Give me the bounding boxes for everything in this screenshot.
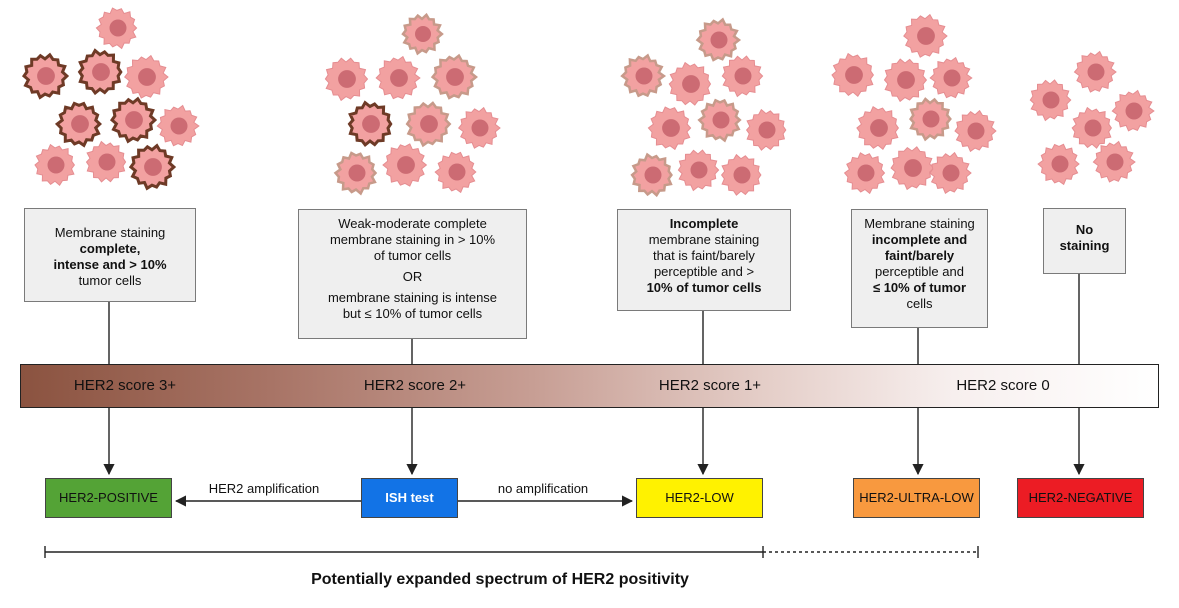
cell-nucleus bbox=[1106, 153, 1124, 171]
cell-nucleus bbox=[1087, 63, 1105, 81]
cell-nucleus bbox=[446, 68, 464, 86]
result-her2-positive: HER2-POSITIVE bbox=[45, 478, 172, 518]
cell-nucleus bbox=[857, 164, 875, 182]
cell-nucleus bbox=[47, 156, 65, 174]
description-ultra-low: Membrane staining incomplete and faint/b… bbox=[851, 209, 988, 328]
score-label-0: HER2 score 0 bbox=[956, 377, 1050, 394]
description-score1: Incomplete membrane staining that is fai… bbox=[617, 209, 791, 311]
cell-nucleus bbox=[415, 26, 431, 42]
cell-nucleus bbox=[420, 115, 438, 133]
desc-line: that is faint/barely bbox=[653, 248, 755, 263]
cell-nucleus bbox=[471, 119, 489, 137]
cell-nucleus bbox=[635, 67, 653, 85]
arrow-label-no-amplification: no amplification bbox=[497, 481, 589, 496]
cell-nucleus bbox=[943, 69, 961, 87]
desc-line: faint/barely bbox=[884, 248, 955, 263]
description-score2: Weak-moderate complete membrane staining… bbox=[298, 209, 527, 339]
cell-nucleus bbox=[682, 75, 700, 93]
spectrum-caption: Potentially expanded spectrum of HER2 po… bbox=[311, 571, 689, 588]
cell-nucleus bbox=[448, 163, 466, 181]
tumor-cell-clusters bbox=[21, 7, 1155, 198]
cell-nucleus bbox=[138, 68, 156, 86]
cell-nucleus bbox=[922, 110, 940, 128]
desc-line: ≤ 10% of tumor bbox=[872, 280, 967, 295]
cell-nucleus bbox=[917, 27, 935, 45]
desc-line: staining bbox=[1059, 238, 1110, 253]
desc-line: Incomplete bbox=[669, 216, 739, 231]
cell-nucleus bbox=[904, 159, 922, 177]
result-her2-low: HER2-LOW bbox=[636, 478, 763, 518]
desc-line: membrane staining in > 10% bbox=[329, 232, 496, 247]
score-label-3plus: HER2 score 3+ bbox=[73, 377, 177, 394]
arrow-label-amplification: HER2 amplification bbox=[208, 481, 320, 496]
score-label-1plus: HER2 score 1+ bbox=[658, 377, 762, 394]
cell-nucleus bbox=[662, 119, 680, 137]
cell-nucleus bbox=[92, 63, 110, 81]
desc-line: 10% of tumor cells bbox=[646, 280, 762, 295]
result-her2-negative: HER2-NEGATIVE bbox=[1017, 478, 1144, 518]
desc-line: complete, bbox=[79, 241, 141, 256]
connector-lines bbox=[103, 274, 1085, 507]
cell-nucleus bbox=[348, 164, 366, 182]
desc-line: of tumor cells bbox=[373, 248, 452, 263]
cell-nucleus bbox=[870, 119, 888, 137]
description-score0: No staining bbox=[1043, 208, 1126, 274]
desc-line: incomplete and bbox=[871, 232, 968, 247]
cell-nucleus bbox=[1042, 91, 1060, 109]
cell-nucleus bbox=[362, 115, 380, 133]
cell-nucleus bbox=[734, 67, 752, 85]
desc-line: membrane staining is intense bbox=[327, 290, 498, 305]
spectrum-bracket bbox=[44, 546, 979, 558]
cell-nucleus bbox=[758, 121, 776, 139]
cell-nucleus bbox=[733, 166, 751, 184]
cell-nucleus bbox=[144, 158, 162, 176]
cell-nucleus bbox=[125, 111, 143, 129]
cell-nucleus bbox=[37, 67, 55, 85]
desc-line: perceptible and bbox=[875, 264, 964, 279]
desc-line: intense and > 10% bbox=[53, 257, 167, 272]
cell-nucleus bbox=[897, 71, 915, 89]
cell-nucleus bbox=[967, 122, 985, 140]
cell-nucleus bbox=[1125, 102, 1143, 120]
result-her2-ultra-low: HER2-ULTRA-LOW bbox=[853, 478, 980, 518]
cell-nucleus bbox=[170, 117, 188, 135]
cell-nucleus bbox=[71, 115, 89, 133]
cell-nucleus bbox=[710, 31, 728, 49]
her2-score-bar bbox=[20, 364, 1159, 408]
cell-nucleus bbox=[1051, 155, 1069, 173]
result-ish-test: ISH test bbox=[361, 478, 458, 518]
cell-nucleus bbox=[338, 70, 356, 88]
cell-nucleus bbox=[98, 153, 116, 171]
desc-line: OR bbox=[402, 269, 423, 284]
cell-nucleus bbox=[109, 19, 127, 37]
desc-line: membrane staining bbox=[648, 232, 760, 247]
desc-line: but ≤ 10% of tumor cells bbox=[342, 306, 483, 321]
cell-nucleus bbox=[712, 111, 730, 129]
desc-line: perceptible and > bbox=[653, 264, 755, 279]
desc-line: Membrane staining bbox=[864, 216, 975, 231]
desc-line: tumor cells bbox=[78, 273, 142, 288]
cell-nucleus bbox=[942, 164, 960, 182]
description-score3: Membrane staining complete, intense and … bbox=[24, 208, 196, 302]
desc-line: Weak-moderate complete bbox=[338, 216, 487, 231]
cell-nucleus bbox=[644, 166, 662, 184]
cell-nucleus bbox=[390, 69, 408, 87]
cell-nucleus bbox=[1084, 119, 1102, 137]
desc-line: No bbox=[1075, 222, 1094, 237]
score-label-2plus: HER2 score 2+ bbox=[363, 377, 467, 394]
desc-line: cells bbox=[906, 296, 933, 311]
cell-nucleus bbox=[690, 161, 708, 179]
cell-nucleus bbox=[397, 156, 415, 174]
cell-nucleus bbox=[845, 66, 863, 84]
desc-line: Membrane staining bbox=[54, 225, 166, 240]
